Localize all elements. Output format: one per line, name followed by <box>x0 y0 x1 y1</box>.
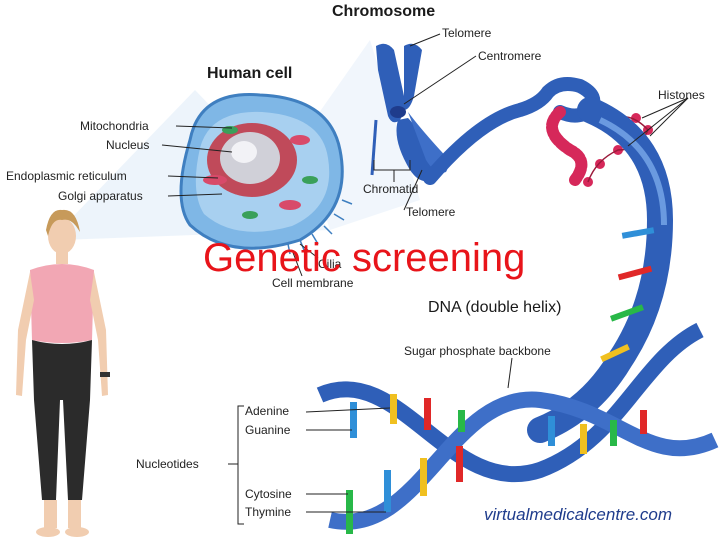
dna-backbone-b <box>328 391 719 530</box>
human-cell-heading: Human cell <box>207 65 293 82</box>
label-cytosine: Cytosine <box>245 487 292 501</box>
label-cell-membrane: Cell membrane <box>272 276 354 290</box>
label-mitochondria: Mitochondria <box>80 119 149 133</box>
slide-title: Genetic screening <box>203 236 526 280</box>
label-cilia: Cilia <box>318 257 342 271</box>
label-adenine: Adenine <box>245 404 290 418</box>
chromatin-fiber <box>423 77 601 185</box>
chromosome-illustration <box>370 43 448 182</box>
label-chromatid: Chromatid <box>363 182 419 196</box>
label-thymine: Thymine <box>245 505 292 519</box>
label-endoplasmic-reticulum: Endoplasmic reticulum <box>6 169 127 183</box>
label-guanine: Guanine <box>245 423 291 437</box>
person-figure <box>16 209 110 537</box>
leader-lines <box>161 33 689 525</box>
dna-ribbon-upper-highlight <box>598 117 667 226</box>
label-telomere-bottom: Telomere <box>406 205 456 219</box>
label-nucleus: Nucleus <box>106 138 150 152</box>
dna-backbone-a <box>316 322 704 483</box>
human-cell-illustration <box>179 93 353 255</box>
label-histones: Histones <box>658 88 705 102</box>
dna-heading: DNA (double helix) <box>428 299 562 316</box>
label-golgi-apparatus: Golgi apparatus <box>58 189 143 203</box>
watermark: virtualmedicalcentre.com <box>484 505 673 524</box>
label-centromere: Centromere <box>478 49 542 63</box>
chromosome-heading: Chromosome <box>332 3 436 20</box>
label-telomere-top: Telomere <box>442 26 492 40</box>
label-sugar-phosphate-backbone: Sugar phosphate backbone <box>404 344 551 358</box>
label-nucleotides: Nucleotides <box>136 457 199 471</box>
chromatin-coil <box>546 106 588 186</box>
